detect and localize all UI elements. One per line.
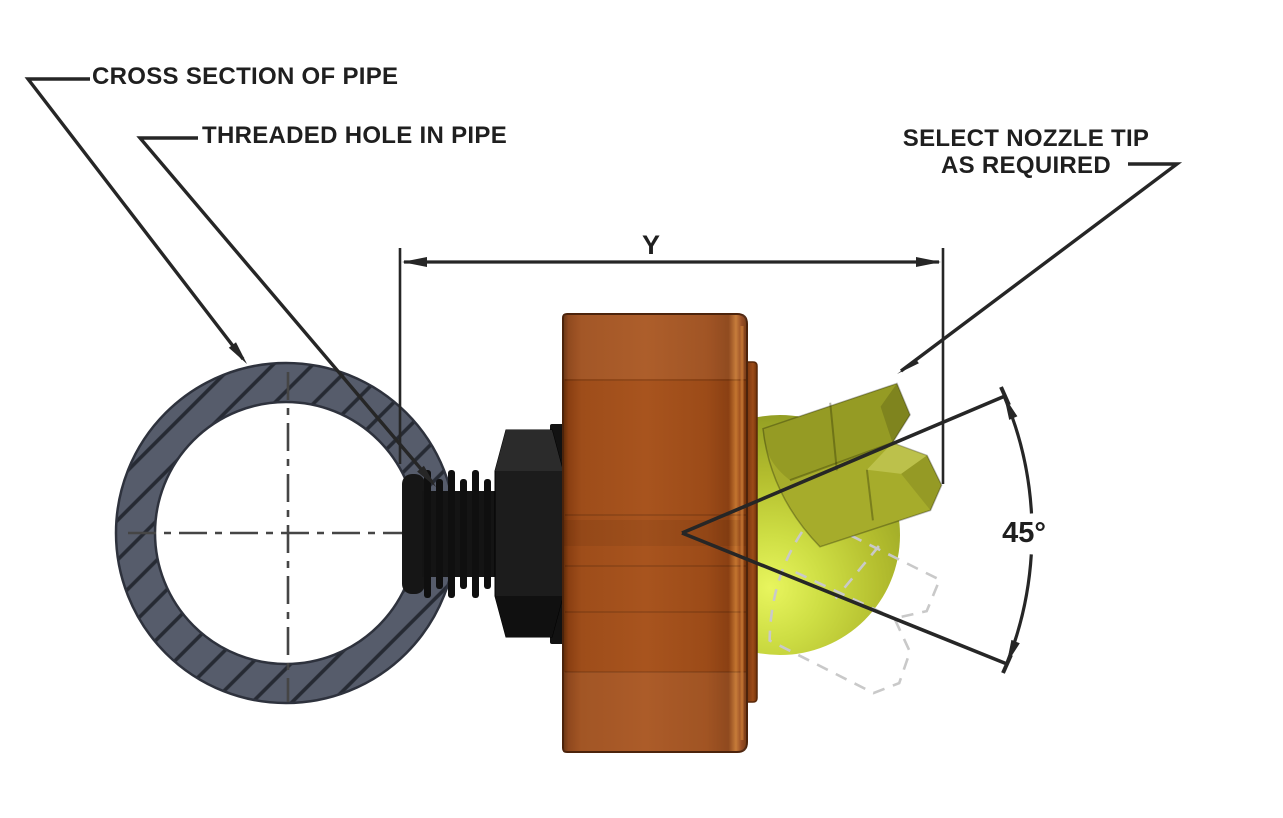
angle-dimension-label: 45° <box>1002 517 1046 549</box>
y-dimension-label: Y <box>641 230 660 260</box>
leader-cross-section <box>24 77 247 364</box>
leader-arrowhead <box>228 342 247 364</box>
select-nozzle-label: SELECT NOZZLE TIP AS REQUIRED <box>876 125 1176 179</box>
nozzle-arm <box>762 382 943 548</box>
select-nozzle-label-line2: AS REQUIRED <box>941 152 1111 179</box>
cross-section-label: CROSS SECTION OF PIPE <box>92 63 399 90</box>
angle-arc-arrowheads <box>1004 396 1020 664</box>
leader-select-nozzle <box>897 162 1183 374</box>
fitting-nut <box>494 424 566 644</box>
angle-leg-lower <box>681 531 1008 666</box>
threaded-hole-label: THREADED HOLE IN PIPE <box>202 122 507 149</box>
select-nozzle-label-line1: SELECT NOZZLE TIP <box>902 125 1150 152</box>
leader-arrowhead <box>897 356 919 374</box>
leader-arrowhead <box>417 465 436 487</box>
y-dimension-arrowheads <box>402 257 941 267</box>
pipe-centerlines <box>128 372 455 702</box>
nozzle-body <box>562 313 758 753</box>
leader-threaded-hole <box>136 136 436 487</box>
angle-leg-upper <box>681 394 1006 535</box>
y-dimension <box>398 248 945 484</box>
